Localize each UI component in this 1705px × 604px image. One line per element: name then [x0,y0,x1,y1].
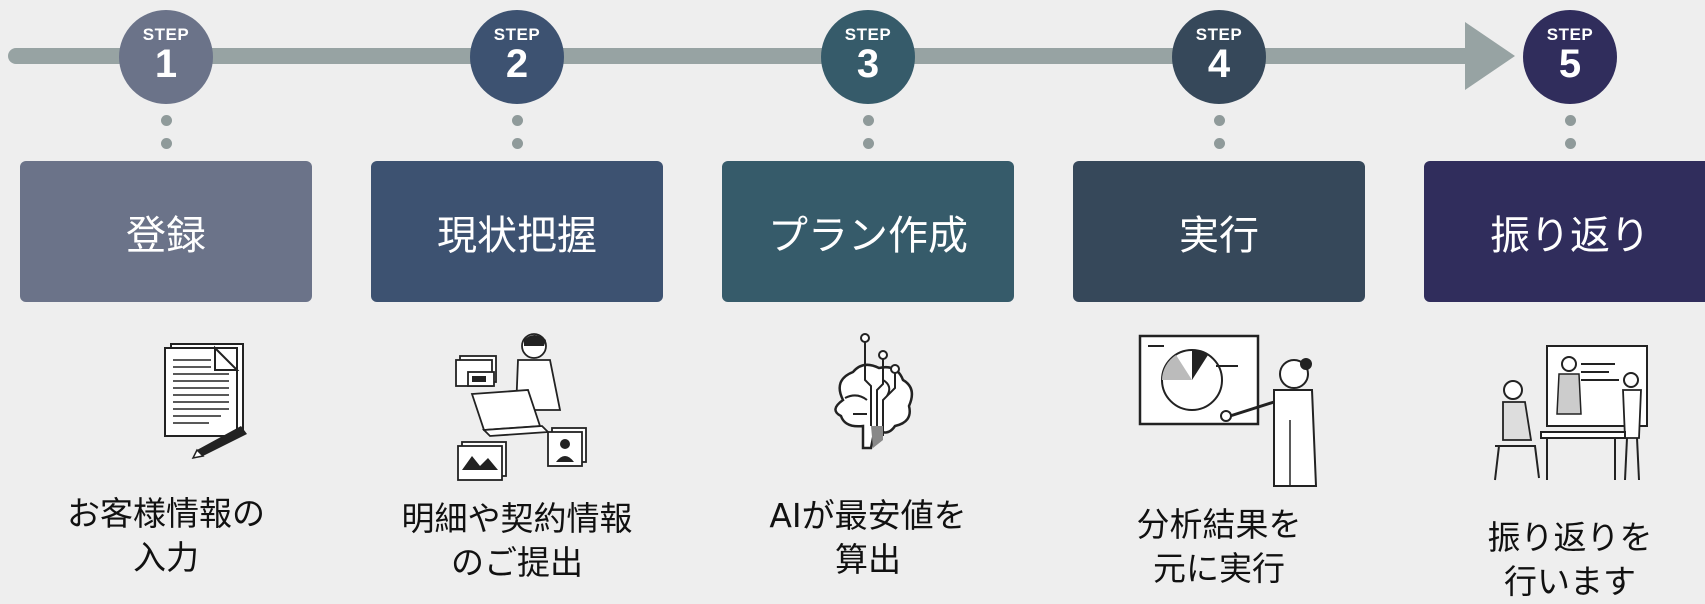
connector-dot [160,138,172,149]
step-label: STEP [844,25,892,44]
step-4-badge: STEP 4 [1172,10,1266,104]
step-number: 5 [1558,42,1582,86]
step-description-line-1: AIが最安値を [769,496,967,535]
step-description-line-2: 行います [1504,562,1636,601]
connector-dot [511,138,523,149]
step-label: STEP [142,25,190,44]
step-label: STEP [493,25,541,44]
connector-dot [160,115,172,126]
step-number: 4 [1207,42,1231,86]
team-meeting-whiteboard-icon [1494,345,1648,481]
step-3-title-box: プラン作成 [722,161,1014,302]
step-description-line-1: 明細や契約情報 [401,499,633,538]
step-2-badge: STEP 2 [470,10,564,104]
step-title: 振り返り [1490,212,1650,259]
step-1-badge: STEP 1 [119,10,213,104]
ai-brain-circuit-icon [834,333,914,450]
step-description: お客様情報の 入力 [0,492,332,580]
step-number: 2 [505,42,529,86]
connector-dot [1213,115,1225,126]
connector-dot [1213,138,1225,149]
step-description: AIが最安値を 算出 [702,494,1034,582]
step-description: 分析結果を 元に実行 [1053,503,1385,591]
connector-dot [862,138,874,149]
step-title: 現状把握 [437,212,597,259]
step-label: STEP [1546,25,1594,44]
step-5-badge: STEP 5 [1523,10,1617,104]
step-3-badge: STEP 3 [821,10,915,104]
connector-dot [862,115,874,126]
step-description: 明細や契約情報 のご提出 [351,497,683,585]
step-title: 登録 [126,212,206,259]
step-title: 実行 [1179,212,1259,259]
step-label: STEP [1195,25,1243,44]
document-with-pen-icon [164,343,247,460]
step-5-title-box: 振り返り [1424,161,1705,302]
step-3: STEP 3 プラン作成 AIが最安値を 算出 [722,0,1014,601]
connector-dot [1564,138,1576,149]
step-description-line-2: 入力 [133,538,199,577]
step-4: STEP 4 実行 分析結果を 元に実行 [1073,0,1365,601]
connector-dot [1564,115,1576,126]
step-5: STEP 5 振り返り 振り返りを 行います [1424,0,1705,601]
step-description-line-1: 振り返りを [1487,518,1653,557]
step-description: 振り返りを 行います [1404,516,1705,604]
step-2-title-box: 現状把握 [371,161,663,302]
step-description-line-1: お客様情報の [67,494,265,533]
step-number: 3 [856,42,880,86]
step-description-line-2: 算出 [835,540,901,579]
connector-dot [511,115,523,126]
step-title: プラン作成 [768,212,968,259]
presenter-with-pie-chart-icon [1138,334,1318,487]
step-description-line-2: 元に実行 [1153,549,1285,588]
step-description-line-2: のご提出 [451,543,583,582]
step-4-title-box: 実行 [1073,161,1365,302]
step-2: STEP 2 現状把握 明細や契約情報 のご提出 [371,0,663,601]
step-description-line-1: 分析結果を [1136,505,1302,544]
step-1-title-box: 登録 [20,161,312,302]
step-number: 1 [154,42,178,86]
person-at-laptop-with-documents-icon [455,333,587,481]
step-1: STEP 1 登録 お客様情報の 入力 [20,0,312,601]
